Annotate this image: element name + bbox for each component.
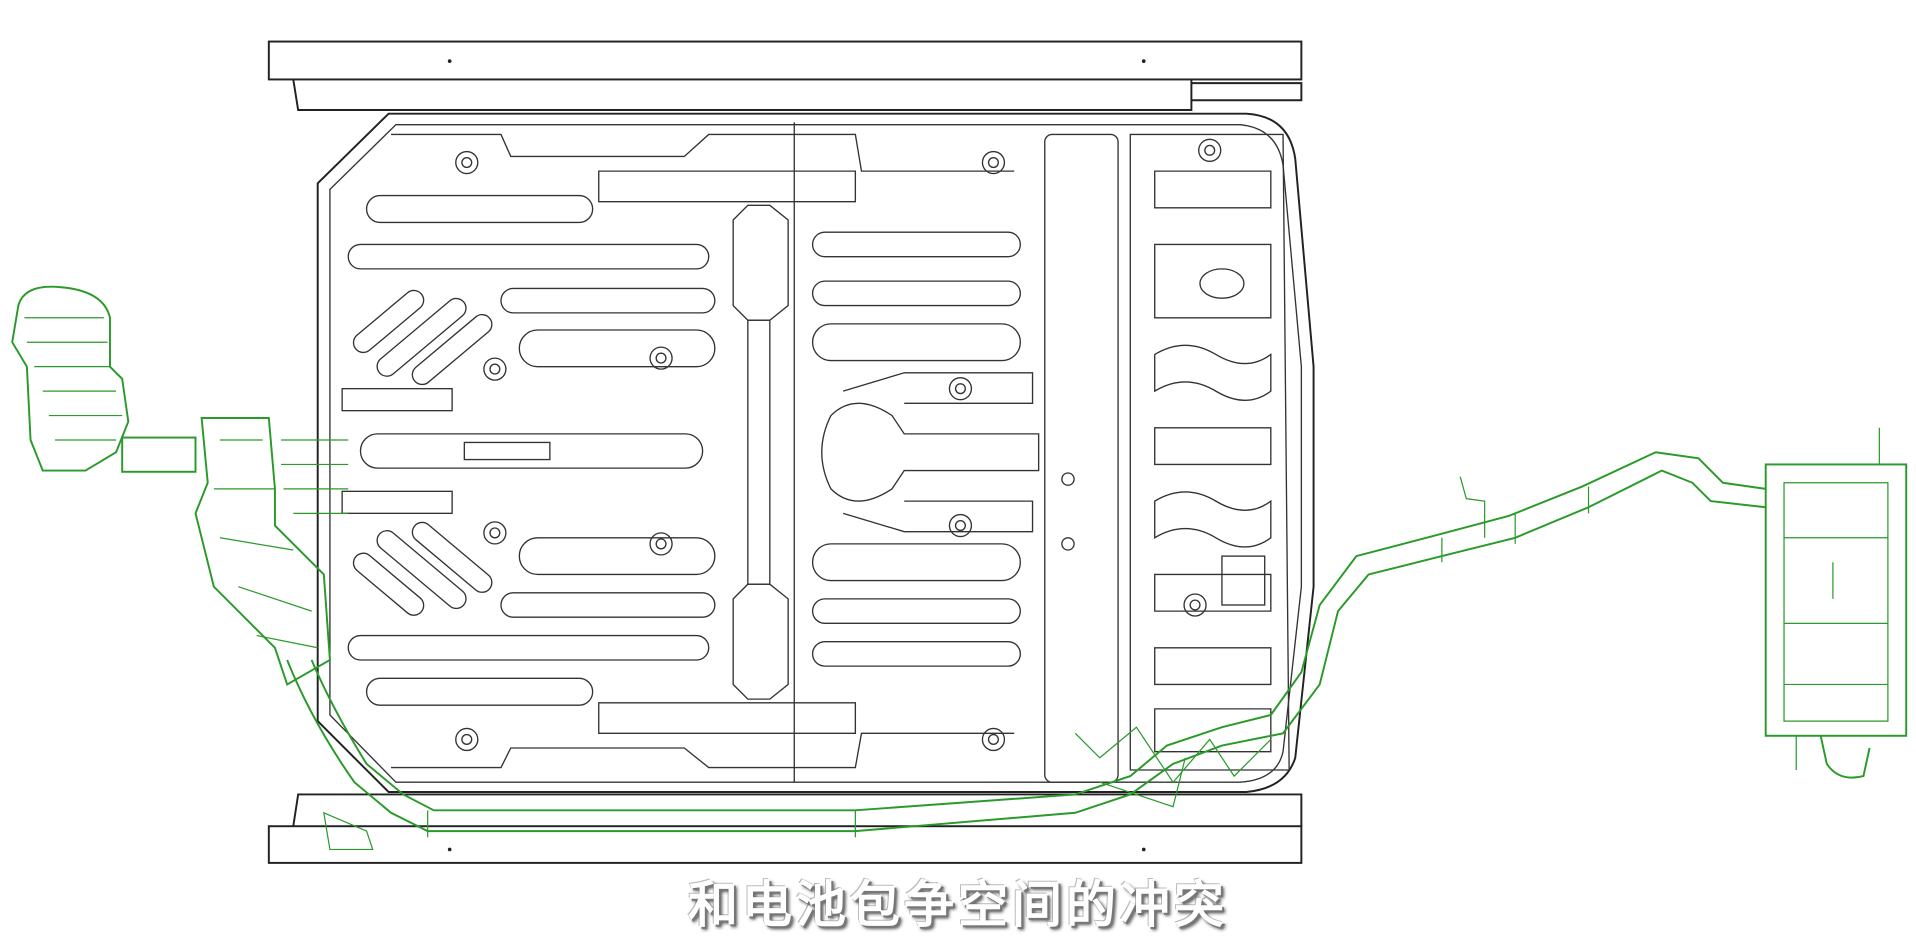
rear-muffler [1459,427,1908,779]
exhaust-system [11,285,1908,851]
top-side-rail [267,40,1303,111]
bottom-side-rail [267,793,1303,864]
catalytic-converter [11,285,197,473]
video-subtitle: 和电池包争空间的冲突 [688,876,1228,934]
mounting-bolts [455,138,1222,752]
battery-pack [316,112,1315,793]
